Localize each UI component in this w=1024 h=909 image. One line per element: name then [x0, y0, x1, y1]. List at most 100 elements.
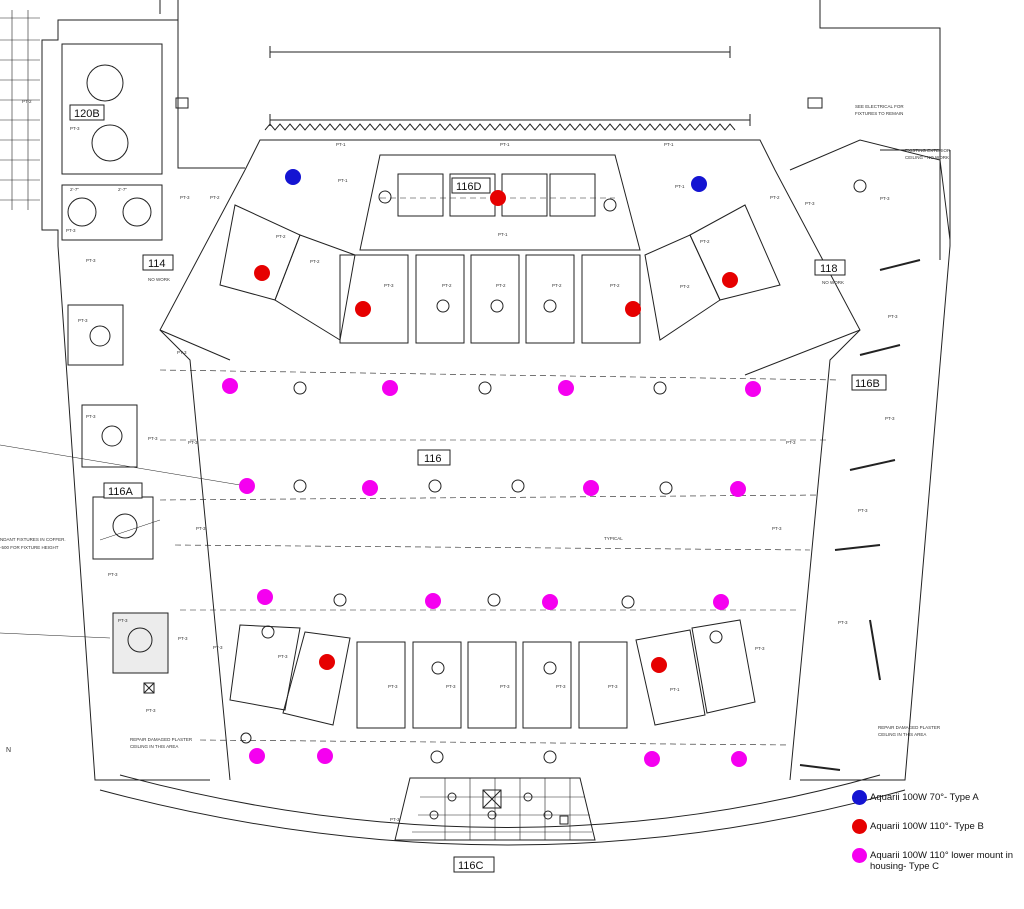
ceiling-panel — [549, 173, 596, 217]
room-116-perimeter — [159, 169, 246, 781]
fixture-type-c — [730, 481, 746, 497]
serrated-edge — [264, 123, 736, 131]
finish-tag: PT-3 — [86, 414, 96, 419]
finish-tag: PT-3 — [888, 314, 898, 319]
room-label-116: 116 — [424, 453, 442, 465]
wall-outline — [57, 245, 210, 781]
fixture-type-c — [558, 380, 574, 396]
finish-tag: PT-3 — [755, 646, 765, 651]
legend-item-type-b: Aquarii 100W 110°- Type B — [852, 819, 1020, 834]
legend-swatch-type-c — [852, 848, 867, 863]
room-label-116b: 116B — [855, 378, 880, 390]
note-existing-exterior: EXISTING EXTERIOR — [905, 148, 951, 153]
dimension-line — [269, 114, 751, 126]
finish-tag: PT-1 — [664, 142, 674, 147]
wall-outline — [41, 19, 178, 246]
finish-tag: PT-3 — [556, 684, 566, 689]
fixture-type-c — [425, 593, 441, 609]
finish-tag: PT-3 — [70, 126, 80, 131]
room-outline — [112, 612, 169, 674]
note-pendant: NDANT FIXTURES IN COFFER. — [0, 537, 66, 542]
fixtures-type-c — [222, 378, 761, 767]
ceiling-coffer — [282, 631, 351, 726]
ceiling-coffer — [415, 254, 465, 344]
room-label-120b: 120B — [74, 108, 100, 120]
room-label-116a: 116A — [108, 486, 134, 498]
fixture-type-c — [239, 478, 255, 494]
wall-outline — [177, 0, 245, 169]
fixture-type-c — [382, 380, 398, 396]
finish-tag: PT-3 — [500, 684, 510, 689]
fixture-type-c — [249, 748, 265, 764]
legend-item-type-a: Aquarii 100W 70°- Type A — [852, 790, 1020, 805]
finish-tag: PT-3 — [880, 196, 890, 201]
legend-label-type-b: Aquarii 100W 110°- Type B — [870, 821, 984, 832]
fixtures-type-a — [285, 169, 707, 192]
note-repair-plaster-left: REPAIR DAMAGED PLASTER — [130, 737, 193, 742]
grille-icon — [143, 682, 155, 694]
room-outline — [61, 184, 163, 241]
leader-line — [99, 519, 161, 541]
finish-tag: PT-3 — [196, 526, 206, 531]
finish-tag: PT-2 — [22, 99, 32, 104]
finish-tag: PT-1 — [498, 232, 508, 237]
ceiling-panel — [397, 173, 444, 217]
room-label-boxes — [69, 104, 887, 873]
curved-wall — [99, 789, 906, 846]
wall-outline — [819, 0, 941, 151]
finish-tag: PT-3 — [772, 526, 782, 531]
finish-tag: PT-3 — [388, 684, 398, 689]
room-116d-outline — [359, 154, 641, 251]
finish-tag: PT-2 — [700, 239, 710, 244]
finish-tag: PT-3 — [178, 636, 188, 641]
ceiling-coffer — [339, 254, 409, 344]
ceiling-coffer — [689, 204, 781, 301]
note-existing-exterior: CEILING - NO WORK — [905, 155, 949, 160]
legend-label-type-c: Aquarii 100W 110° lower mount in housing… — [870, 850, 1014, 872]
leader-line — [0, 444, 241, 486]
fixture-type-b — [355, 301, 371, 317]
note-see-electrical: SEE ELECTRICAL FOR — [855, 104, 904, 109]
room-116a-outline — [92, 496, 154, 560]
fixture-type-b — [722, 272, 738, 288]
ceiling-coffer — [581, 254, 641, 344]
finish-tag: PT-3 — [188, 440, 198, 445]
finish-tag: PT-1 — [670, 687, 680, 692]
ceiling-coffer — [467, 641, 517, 729]
dimension-line — [269, 46, 731, 58]
note-repair-plaster-right: REPAIR DAMAGED PLASTER — [878, 725, 941, 730]
finish-tag: PT-3 — [390, 817, 400, 822]
finish-tag: PT-3 — [278, 654, 288, 659]
finish-tag: PT-2 — [310, 259, 320, 264]
note-no-work-114: NO WORK — [148, 277, 170, 282]
fixture-type-a — [691, 176, 707, 192]
note-pendant: -500 FOR FIXTURE HEIGHT — [0, 545, 59, 550]
finish-tag: PT-3 — [838, 620, 848, 625]
ceiling-coffer — [356, 641, 406, 729]
room-116c-grid — [394, 777, 596, 841]
finish-tag: PT-3 — [177, 350, 187, 355]
ceiling-coffer — [219, 204, 301, 301]
fixture-type-b — [490, 190, 506, 206]
finish-tag: PT-2 — [496, 283, 506, 288]
room-label-116c: 116C — [458, 860, 484, 872]
finish-tag: PT-3 — [118, 618, 128, 623]
legend-label-type-a: Aquarii 100W 70°- Type A — [870, 792, 979, 803]
fixture-type-b — [319, 654, 335, 670]
room-outline — [67, 304, 124, 366]
fixture-type-c — [731, 751, 747, 767]
fixture-type-c — [745, 381, 761, 397]
legend-swatch-type-b — [852, 819, 867, 834]
existing-fixture-icon — [67, 64, 867, 820]
ceiling-coffer — [578, 641, 628, 729]
fixtures-type-b — [254, 190, 738, 673]
wall-outline — [800, 245, 951, 781]
finish-tag: PT-2 — [610, 283, 620, 288]
fixture-type-c — [257, 589, 273, 605]
finish-tag: PT-2 — [680, 284, 690, 289]
finish-tag: PT-3 — [78, 318, 88, 323]
leader-line — [0, 632, 111, 639]
room-outline — [789, 139, 951, 241]
finish-tag: PT-2 — [276, 234, 286, 239]
